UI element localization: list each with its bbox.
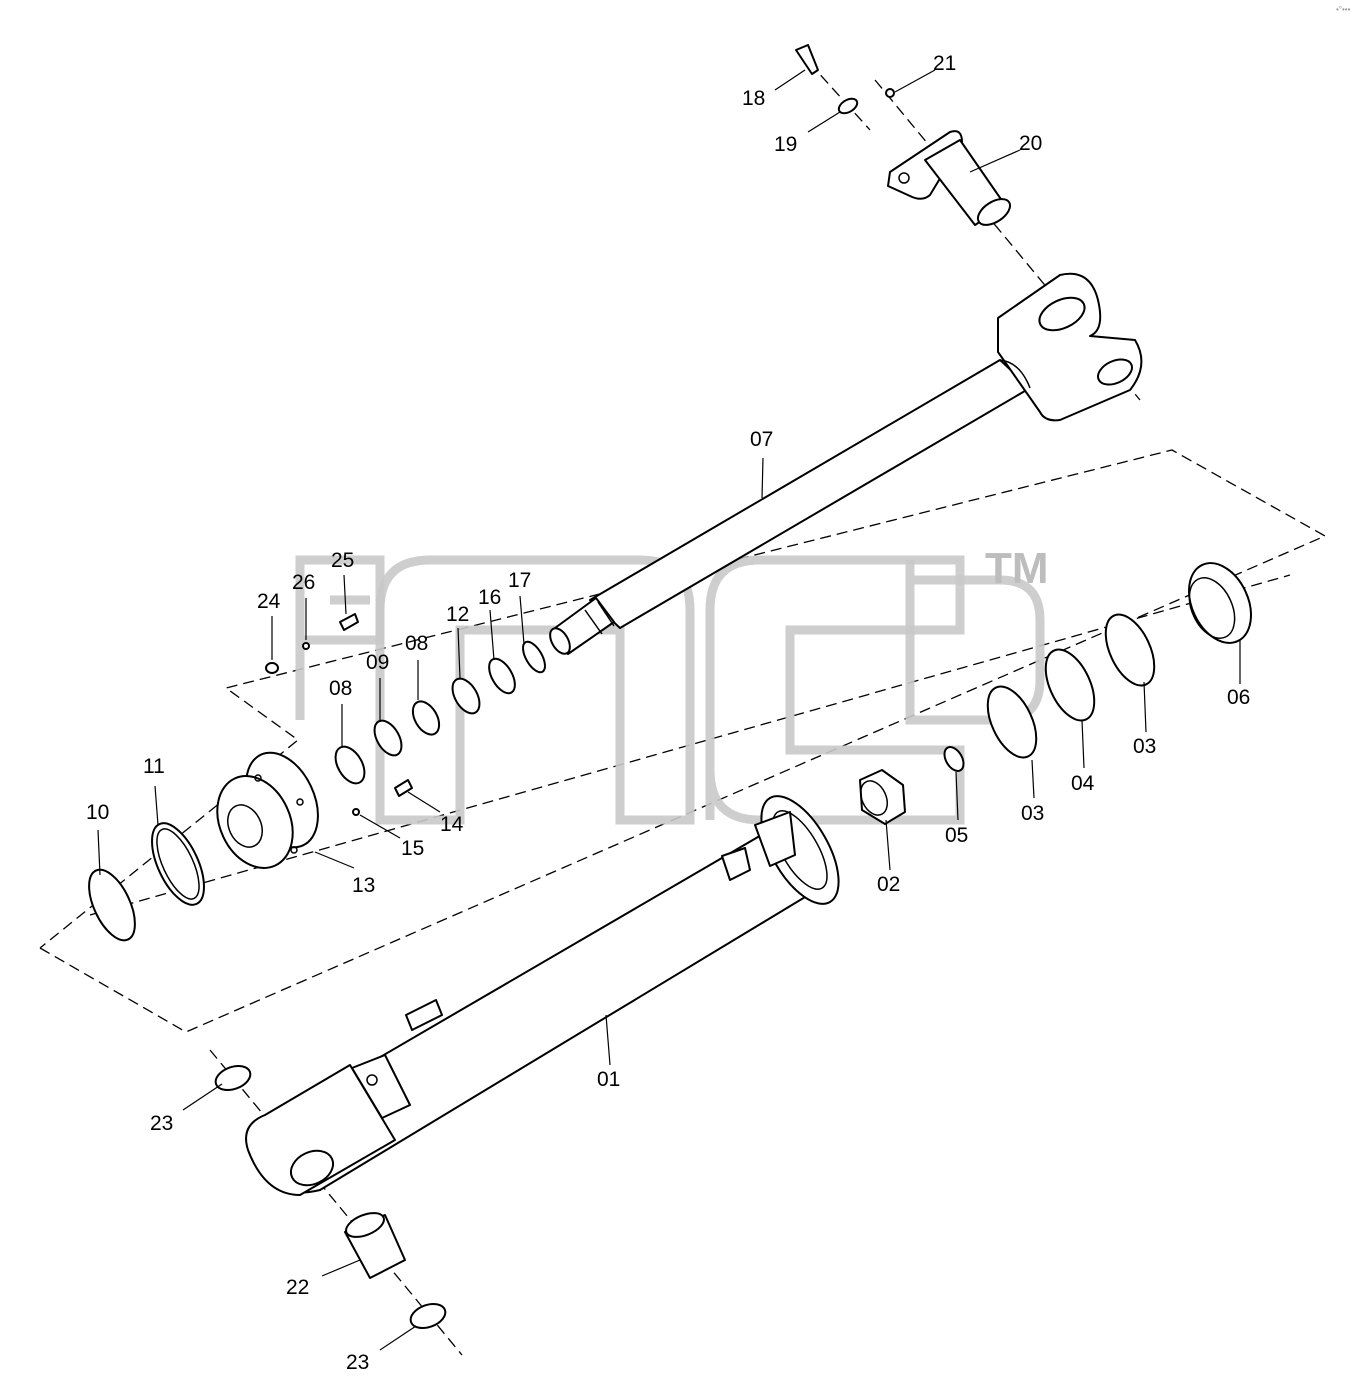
assembly-frame: [39, 449, 1327, 1033]
bushing: [344, 1212, 406, 1279]
callout-07: 07: [750, 428, 773, 451]
watermark: TM: [295, 544, 1049, 825]
callout-11: 11: [143, 755, 165, 778]
callout-26: 26: [292, 571, 315, 594]
cylinder-head: [216, 751, 319, 869]
pin-with-plate: [887, 130, 1012, 226]
callout-01: 01: [597, 1068, 620, 1091]
callout-05: 05: [945, 824, 968, 847]
callout-20: 20: [1019, 132, 1042, 155]
callout-02: 02: [877, 873, 900, 896]
callout-24: 24: [257, 590, 281, 613]
callout-10: 10: [86, 801, 109, 824]
trademark-mark: TM: [985, 544, 1049, 593]
callout-25: 25: [331, 549, 354, 572]
callout-12: 12: [446, 603, 469, 626]
callout-17: 17: [508, 569, 531, 592]
callout-08: 08: [329, 677, 352, 700]
piston-rod: [549, 272, 1143, 655]
callout-16: 16: [478, 586, 501, 609]
callout-19: 19: [774, 133, 797, 156]
callout-03: 03: [1021, 802, 1044, 825]
callout-03: 03: [1133, 735, 1156, 758]
callouts: 01 02 03 03 04 05 06 07 08 08 09 10 11 1…: [86, 52, 1250, 1374]
cylinder-barrel: [245, 795, 840, 1196]
callout-21: 21: [933, 52, 956, 75]
corner-mark: •°•••: [1336, 5, 1351, 14]
callout-23: 23: [346, 1351, 369, 1374]
callout-18: 18: [742, 87, 765, 110]
callout-08: 08: [405, 632, 428, 655]
seals: [88, 562, 1252, 1330]
callout-15: 15: [401, 837, 424, 860]
leader-lines: [97, 69, 1241, 1351]
callout-06: 06: [1227, 686, 1250, 709]
callout-22: 22: [286, 1276, 309, 1299]
callout-04: 04: [1071, 772, 1095, 795]
callout-13: 13: [352, 874, 375, 897]
nut: [859, 769, 906, 825]
callout-23: 23: [150, 1112, 173, 1135]
small-hardware: [265, 44, 895, 816]
callout-09: 09: [366, 651, 389, 674]
callout-14: 14: [440, 813, 464, 836]
